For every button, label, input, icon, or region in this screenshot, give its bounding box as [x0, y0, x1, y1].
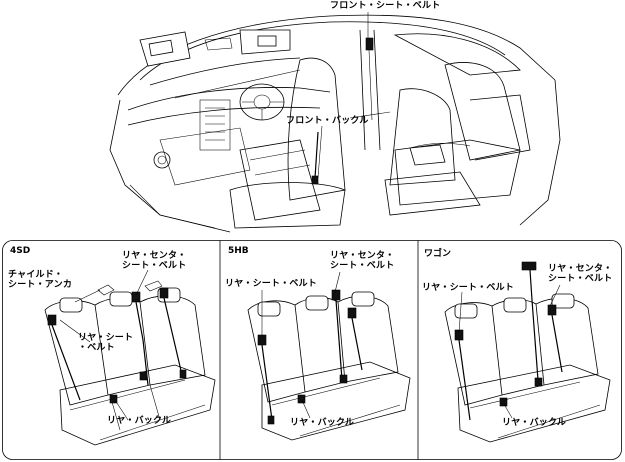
leader-wagon-seat-belt — [458, 291, 463, 333]
label-4sd-rear-buckle: リヤ・バックル — [107, 416, 172, 426]
leader-4sd-buckle — [114, 399, 129, 421]
leader-wagon-center-belt — [549, 284, 561, 307]
label-4sd-rear-center-belt: リヤ・センタ・ シート・ベルト — [122, 251, 187, 271]
leader-4sd-seat-belt — [59, 319, 91, 343]
leader-front-buckle — [317, 125, 323, 179]
leader-wagon-buckle — [503, 403, 513, 419]
label-wagon-rear-center-belt: リヤ・センタ・ シート・ベルト — [548, 264, 613, 284]
label-front-buckle: フロント・バックル — [286, 116, 369, 126]
panels-frame — [2, 240, 622, 460]
car-interior-illustration — [109, 14, 561, 233]
label-5hb-rear-buckle: リヤ・バックル — [290, 418, 355, 428]
label-wagon-rear-seat-belt: リヤ・シート・ベルト — [422, 283, 515, 293]
leader-4sd-center-belt — [135, 269, 149, 296]
leader-5hb-center-belt — [334, 271, 341, 293]
label-4sd-rear-seat-belt: リヤ・シート ・ベルト — [78, 333, 134, 353]
leader-5hb-buckle — [301, 399, 311, 419]
rear-seat-4sd-illustration — [44, 280, 216, 446]
panel-title-wagon: ワゴン — [424, 249, 452, 259]
label-5hb-rear-seat-belt: リヤ・シート・ベルト — [225, 279, 318, 289]
label-4sd-child-anchor: チャイルド・ シート・アンカ — [8, 270, 73, 290]
rear-seat-5hb-illustration — [247, 289, 411, 441]
label-wagon-rear-buckle: リヤ・バックル — [502, 418, 567, 428]
label-front-seat-belt: フロント・シート・ベルト — [330, 1, 441, 11]
leader-4sd-child-anchor — [74, 289, 101, 303]
rear-seat-wagon-illustration — [444, 261, 611, 443]
panel-title-4sd: 4SD — [10, 246, 31, 256]
label-5hb-rear-center-belt: リヤ・センタ・ シート・ベルト — [330, 251, 395, 271]
panel-title-5hb: 5HB — [228, 246, 249, 256]
